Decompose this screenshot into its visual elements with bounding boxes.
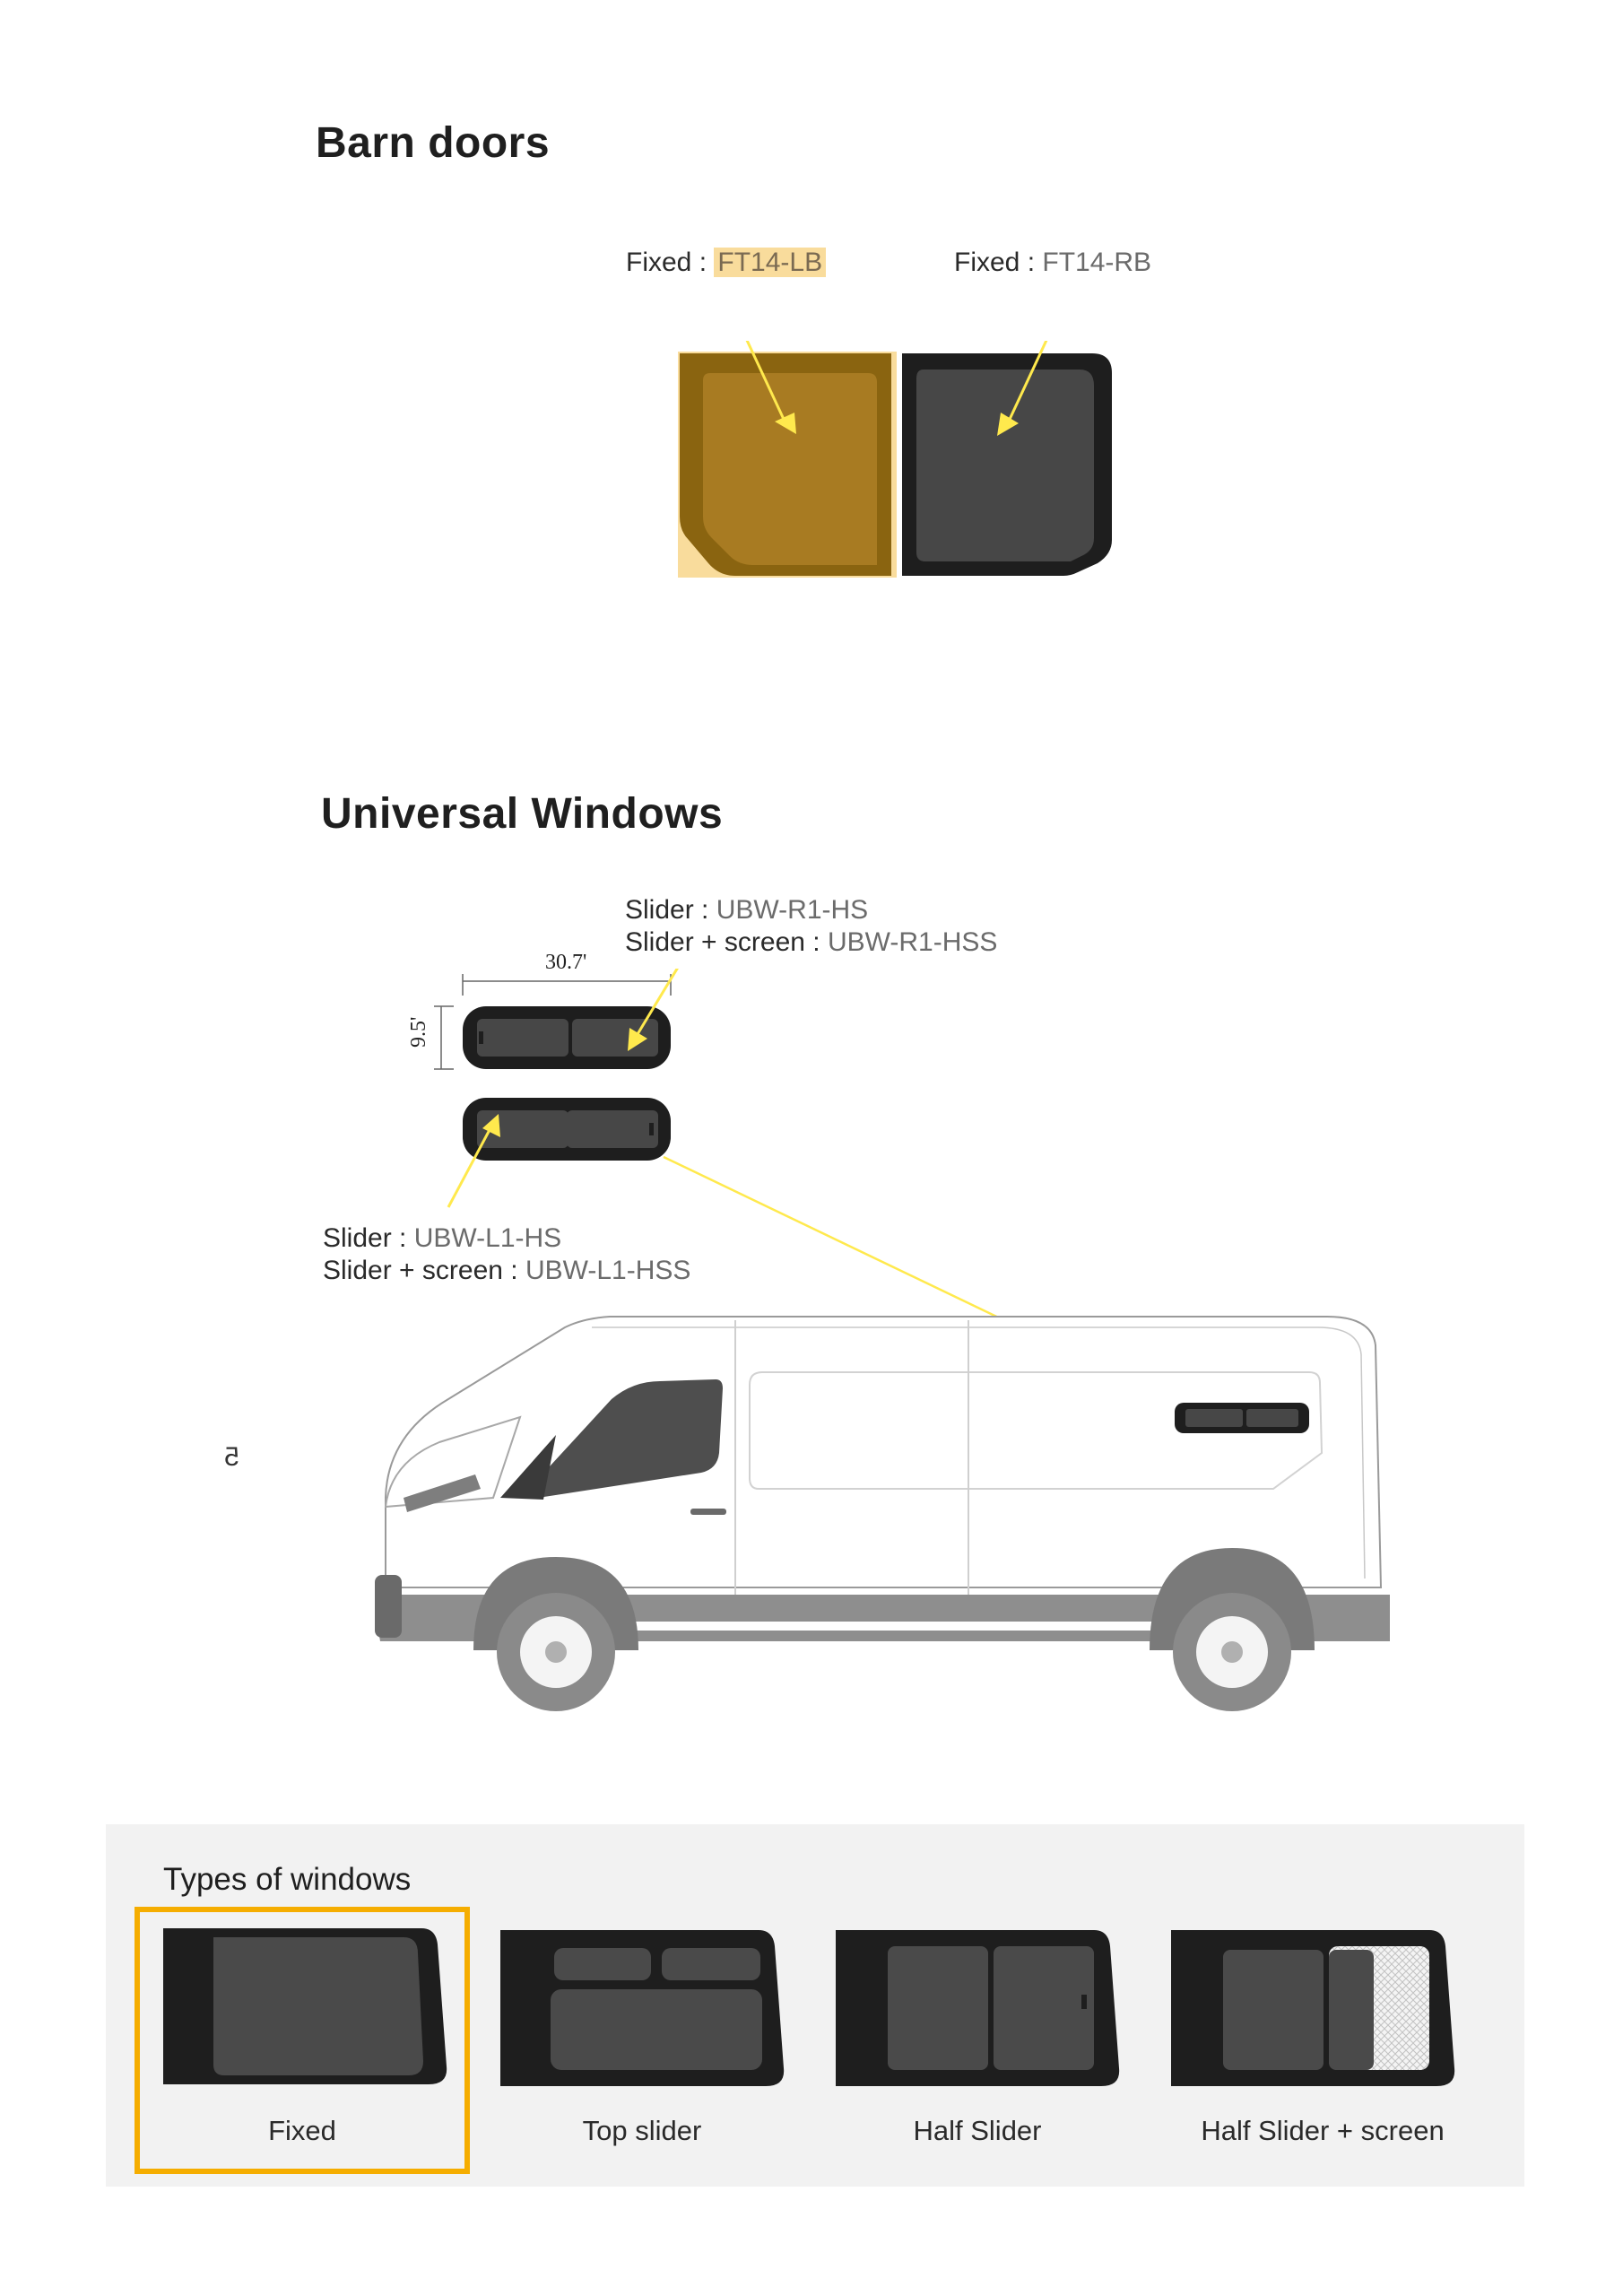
van-body <box>385 1316 1383 1588</box>
half-slider-window-icon[interactable] <box>834 1928 1121 2090</box>
left-slider-screen-label: Slider + screen : UBW-L1-HSS <box>323 1256 691 1285</box>
van-side-panel <box>749 1371 1324 1490</box>
margin-mark: 5 <box>224 1442 239 1472</box>
ubw-r1-window[interactable] <box>463 1006 671 1069</box>
top-slider-window-icon[interactable] <box>499 1928 785 2090</box>
selected-type-frame <box>135 1907 470 2174</box>
barn-doors-graphic <box>678 341 1112 578</box>
type-fixed-label[interactable]: Fixed <box>268 2115 336 2146</box>
left-slider-label: Slider : UBW-L1-HS <box>323 1223 562 1253</box>
ft14-lb-code[interactable]: FT14-LB <box>714 248 827 277</box>
ubw-l1-hs-code[interactable]: UBW-L1-HS <box>413 1223 562 1253</box>
van-front-wheel <box>497 1593 615 1711</box>
van-rear-wheel <box>1173 1593 1291 1711</box>
van-illustration <box>375 1316 1390 1711</box>
van-universal-window[interactable] <box>1175 1403 1309 1433</box>
fixed-right-label: Fixed : FT14-RB <box>954 248 1152 277</box>
width-dimension: 30.7' <box>545 951 587 974</box>
universal-windows-title: Universal Windows <box>321 790 724 838</box>
types-of-windows-title: Types of windows <box>163 1862 412 1897</box>
ubw-l1-window[interactable] <box>463 1098 671 1161</box>
fixed-window-icon[interactable] <box>161 1926 448 2088</box>
ft14-rb-code[interactable]: FT14-RB <box>1042 248 1152 277</box>
right-slider-screen-label: Slider + screen : UBW-R1-HSS <box>625 927 998 957</box>
universal-arrows <box>447 969 679 1208</box>
universal-windows-graphic <box>434 969 679 1208</box>
fixed-left-label: Fixed : FT14-LB <box>626 248 827 278</box>
right-barn-door-window[interactable] <box>902 353 1112 576</box>
half-slider-screen-window-icon[interactable] <box>1169 1928 1456 2090</box>
barn-arrows <box>745 341 1048 436</box>
type-half-slider-screen-label[interactable]: Half Slider + screen <box>1201 2115 1445 2146</box>
barn-doors-title: Barn doors <box>316 119 551 167</box>
van-headlight <box>404 1474 481 1512</box>
type-half-slider-label[interactable]: Half Slider <box>913 2115 1042 2146</box>
ubw-r1-hss-code[interactable]: UBW-R1-HSS <box>827 927 998 957</box>
left-barn-door-window[interactable] <box>680 353 891 576</box>
ubw-l1-hss-code[interactable]: UBW-L1-HSS <box>525 1256 691 1285</box>
type-top-slider-label[interactable]: Top slider <box>582 2115 702 2146</box>
ubw-r1-hs-code[interactable]: UBW-R1-HS <box>716 895 869 925</box>
van-front-window <box>529 1379 723 1498</box>
right-slider-label: Slider : UBW-R1-HS <box>625 895 869 925</box>
